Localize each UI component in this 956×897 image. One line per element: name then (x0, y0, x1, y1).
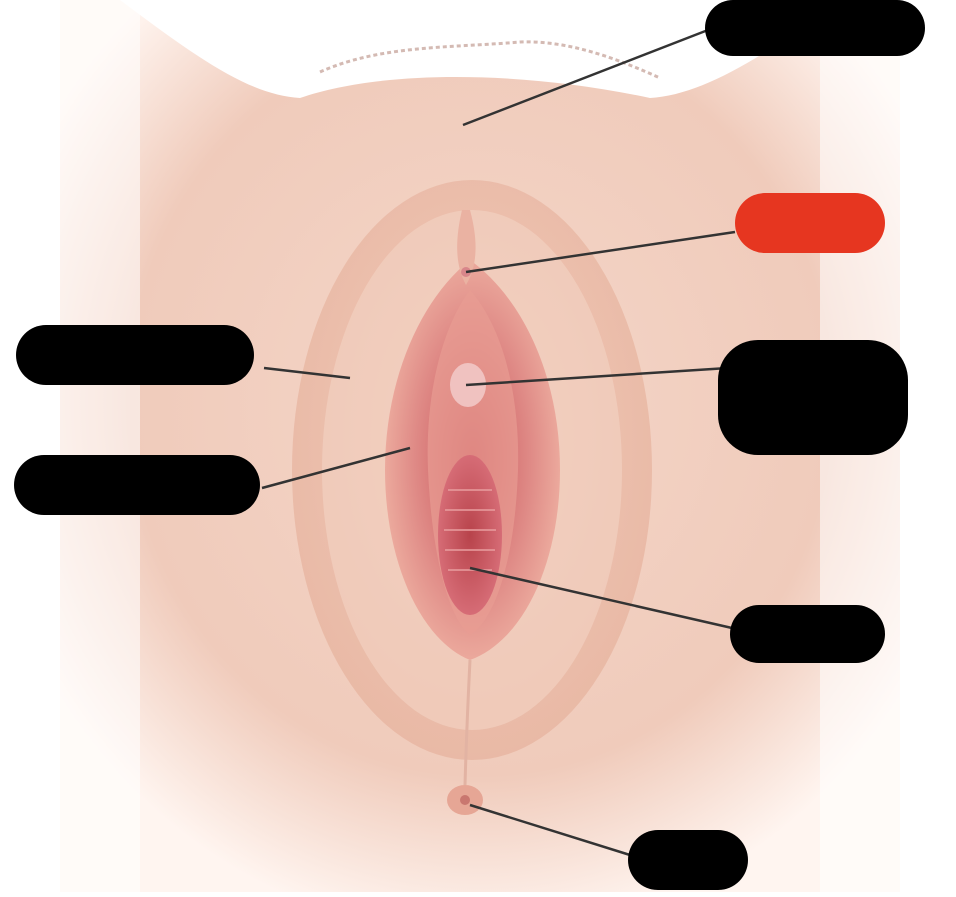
leader-line-left-lower (261, 446, 411, 490)
leader-lines (261, 28, 736, 857)
leader-line-left-upper (263, 366, 351, 380)
leader-line-right-lower (469, 566, 733, 630)
label-bottom[interactable] (628, 830, 748, 890)
label-left-upper[interactable] (16, 325, 254, 385)
leader-line-highlight (465, 230, 736, 274)
label-right-middle[interactable] (718, 340, 908, 455)
leader-line-bottom (469, 803, 631, 857)
leader-line-top (462, 28, 709, 127)
clitoral-hood-shape (457, 210, 476, 285)
label-right-lower[interactable] (730, 605, 885, 663)
leader-line-right-middle (465, 366, 729, 387)
label-left-lower[interactable] (14, 455, 260, 515)
hair-line (319, 40, 661, 80)
label-highlight[interactable] (735, 193, 885, 253)
vaginal-opening-shape (438, 455, 502, 615)
label-top-right[interactable] (705, 0, 925, 56)
